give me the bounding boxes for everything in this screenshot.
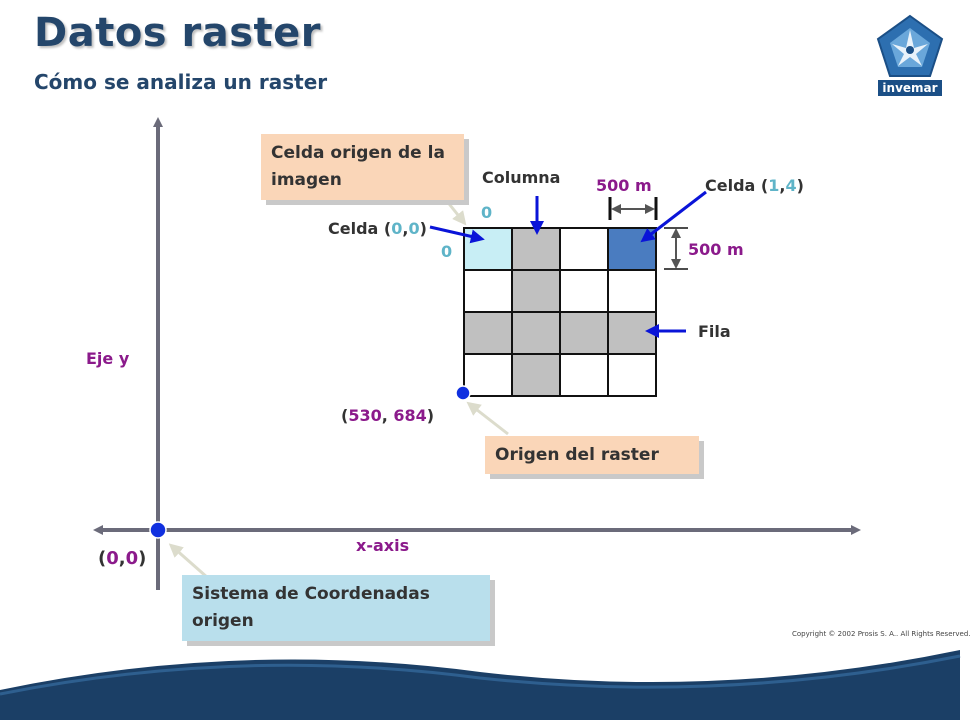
column-index-label: 0: [481, 203, 493, 222]
page-subtitle: Cómo se analiza un raster: [34, 70, 328, 94]
raster-cell-0-2: [559, 227, 609, 271]
coord-origin-dot: [149, 521, 167, 539]
logo-wordmark: invemar: [882, 81, 938, 95]
page-title: Datos raster: [34, 10, 322, 56]
raster-cell-1-1: [511, 269, 561, 313]
raster-origin-coordinates: (530, 684): [341, 406, 435, 425]
cell-width-dimension: [608, 197, 658, 220]
raster-cell-3-0: [463, 353, 513, 397]
row-index-label: 0: [441, 242, 453, 261]
cell14-arrow: [640, 190, 707, 243]
x-axis-label: x-axis: [356, 536, 410, 555]
raster-cell-2-2: [559, 311, 609, 355]
cell-height-label: 500 m: [688, 240, 744, 259]
coord-origin-pointer: [168, 543, 209, 580]
footer-band-accent: [0, 654, 961, 696]
y-axis-label: Eje y: [86, 349, 130, 368]
invemar-logo: invemar: [872, 12, 948, 98]
raster-cell-1-0: [463, 269, 513, 313]
column-label: Columna: [482, 168, 561, 187]
cell-origin-callout: Celda origen de la imagen: [261, 134, 464, 200]
cell00-arrow: [429, 225, 485, 244]
cell-width-label: 500 m: [596, 176, 652, 195]
raster-cell-3-2: [559, 353, 609, 397]
cell00-label: Celda (0,0): [328, 219, 427, 238]
footer-band: [0, 650, 960, 720]
raster-origin-callout: Origen del raster: [485, 436, 699, 474]
raster-origin-pointer: [466, 401, 509, 436]
coord-origin-callout: Sistema de Coordenadas origen: [182, 575, 490, 641]
raster-origin-dot: [455, 385, 471, 401]
raster-cell-2-0: [463, 311, 513, 355]
raster-cell-2-3: [607, 311, 657, 355]
raster-cell-3-3: [607, 353, 657, 397]
copyright-notice: Copyright © 2002 Prosis S. A.. All Right…: [792, 630, 971, 638]
row-label: Fila: [698, 322, 731, 341]
cell14-label: Celda (1,4): [705, 176, 804, 195]
raster-cell-0-1: [511, 227, 561, 271]
raster-cell-1-2: [559, 269, 609, 313]
coord-origin-label: (0,0): [98, 548, 147, 569]
raster-grid: [463, 227, 657, 397]
raster-cell-3-1: [511, 353, 561, 397]
raster-cell-1-3: [607, 269, 657, 313]
raster-cell-2-1: [511, 311, 561, 355]
cell-origin-pointer: [444, 199, 467, 226]
raster-cell-0-0: [463, 227, 513, 271]
cell-height-dimension: [664, 227, 688, 270]
